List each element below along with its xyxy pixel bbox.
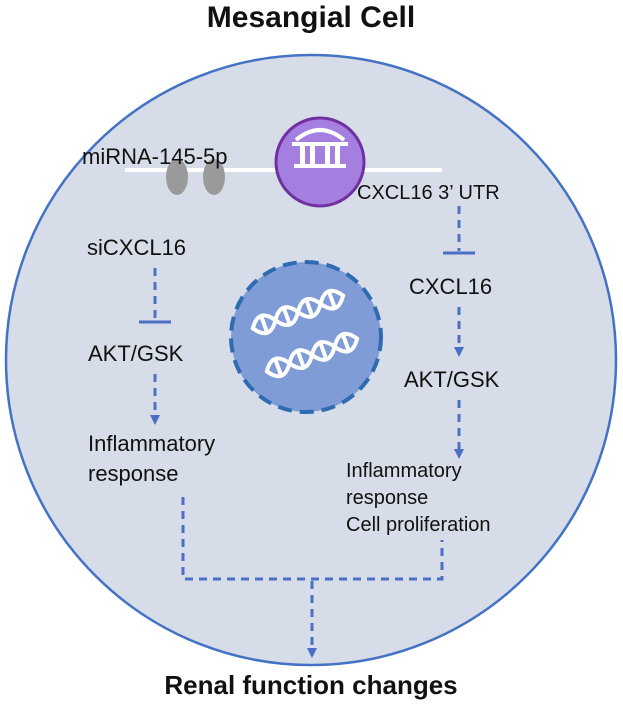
mirna-label: miRNA-145-5p: [82, 144, 228, 169]
membrane-protein-1: [166, 159, 188, 195]
left-outcome-line1: Inflammatory: [88, 431, 215, 456]
dna-nucleus-icon: [229, 260, 383, 414]
right-outcome-line2: response: [346, 487, 428, 509]
merge-connector: [181, 497, 444, 581]
right-akt-gsk-label: AKT/GSK: [404, 367, 500, 392]
utr-label: CXCL16 3’ UTR: [357, 182, 500, 204]
right-outcome-line3: Cell proliferation: [346, 514, 491, 536]
right-outcome-line1: Inflammatory: [346, 460, 462, 482]
diagram-title: Mesangial Cell: [207, 1, 415, 34]
left-akt-gsk-label: AKT/GSK: [88, 341, 184, 366]
cxcl16-label: CXCL16: [409, 274, 492, 299]
membrane-protein-2: [203, 159, 225, 195]
receptor-icon: [274, 116, 366, 208]
renal-function-label: Renal function changes: [164, 670, 457, 700]
sicxcl16-label: siCXCL16: [87, 235, 186, 260]
left-outcome-line2: response: [88, 461, 179, 486]
